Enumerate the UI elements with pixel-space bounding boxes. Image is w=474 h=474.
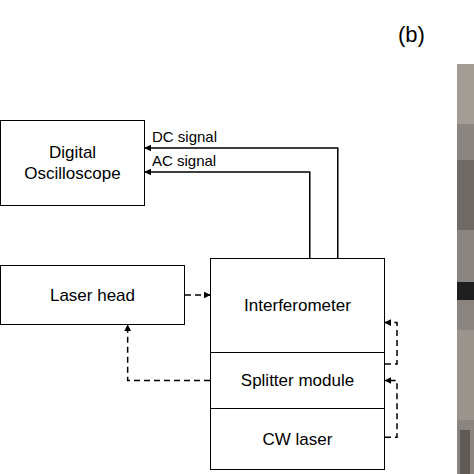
box-label: Laser head [50,285,135,306]
box-label: CW laser [263,429,333,450]
process-box: Digital Oscilloscope [0,120,145,206]
box-label: Digital Oscilloscope [1,142,144,184]
process-box: CW laser [210,408,385,470]
box-label: Splitter module [241,370,354,391]
process-box: Splitter module [210,352,385,409]
photo-strip [457,64,474,474]
box-label: Interferometer [244,295,351,316]
panel-label: (b) [398,26,425,44]
process-box: Interferometer [210,258,385,353]
process-box: Laser head [0,265,185,325]
signal-label: AC signal [152,152,216,170]
optical-path-arrow [385,381,397,438]
optical-path-arrow [385,323,397,364]
optical-path-arrow [128,325,210,381]
optical-path-arrow [185,294,210,296]
signal-arrow [145,148,338,258]
signal-label: DC signal [152,128,217,146]
signal-arrow [145,172,310,258]
